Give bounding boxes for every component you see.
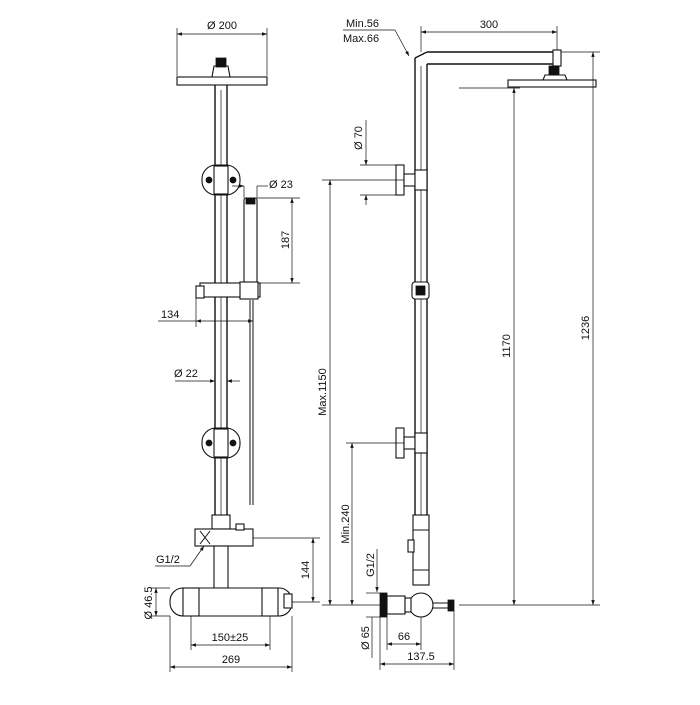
front-slide-bracket	[195, 281, 261, 300]
dim-mixer-height: 144	[300, 561, 312, 579]
dim-side-inlet-thread: G1/2	[365, 553, 377, 577]
dim-mixer-width: 269	[222, 654, 240, 666]
side-slide-bracket	[411, 281, 430, 300]
dim-bracket-diameter: Ø 70	[353, 126, 365, 150]
dim-inlet-spacing: 150±25	[212, 632, 249, 644]
front-diverter	[194, 514, 254, 589]
front-upper-bracket	[201, 164, 241, 196]
dim-arm-length: 300	[480, 19, 498, 31]
dim-max-height: Max.1150	[317, 368, 329, 416]
dim-hand-shower-length: 187	[280, 231, 292, 249]
front-hand-shower	[243, 197, 258, 505]
front-lower-bracket	[201, 427, 241, 459]
dim-arm-max: Max.66	[343, 33, 379, 45]
dim-mixer-diameter: Ø 46.5	[143, 586, 155, 619]
side-diverter	[407, 514, 430, 586]
dim-column-height: 1170	[501, 334, 513, 358]
dim-hand-shower-diameter: Ø 23	[269, 179, 293, 191]
side-view: Min.56 Max.66 300 Ø 70 Max.1150 Min.240	[317, 18, 600, 670]
front-shower-head	[176, 57, 268, 86]
dim-pipe-diameter: Ø 22	[174, 368, 198, 380]
front-dimensions: Ø 200 Ø 23 187 134 Ø 22 G	[143, 20, 320, 672]
dim-mixer-depth: 137.5	[407, 651, 435, 663]
dim-flange-diameter: Ø 65	[360, 626, 372, 650]
dim-head-diameter: Ø 200	[207, 20, 237, 32]
dim-flange-depth: 66	[398, 631, 410, 643]
side-column	[414, 49, 562, 518]
dim-front-inlet-thread: G1/2	[156, 554, 180, 566]
dim-min-inlet-height: Min.240	[340, 504, 352, 543]
side-shower-head	[507, 65, 597, 88]
side-mixer	[379, 592, 455, 618]
dim-bracket-offset: 134	[161, 309, 179, 321]
side-dimensions: Min.56 Max.66 300 Ø 70 Max.1150 Min.240	[317, 18, 600, 670]
dim-overall-height: 1236	[580, 316, 592, 340]
front-view: Ø 200 Ø 23 187 134 Ø 22 G	[143, 20, 320, 672]
dim-arm-min: Min.56	[346, 18, 379, 30]
front-mixer	[169, 587, 293, 617]
